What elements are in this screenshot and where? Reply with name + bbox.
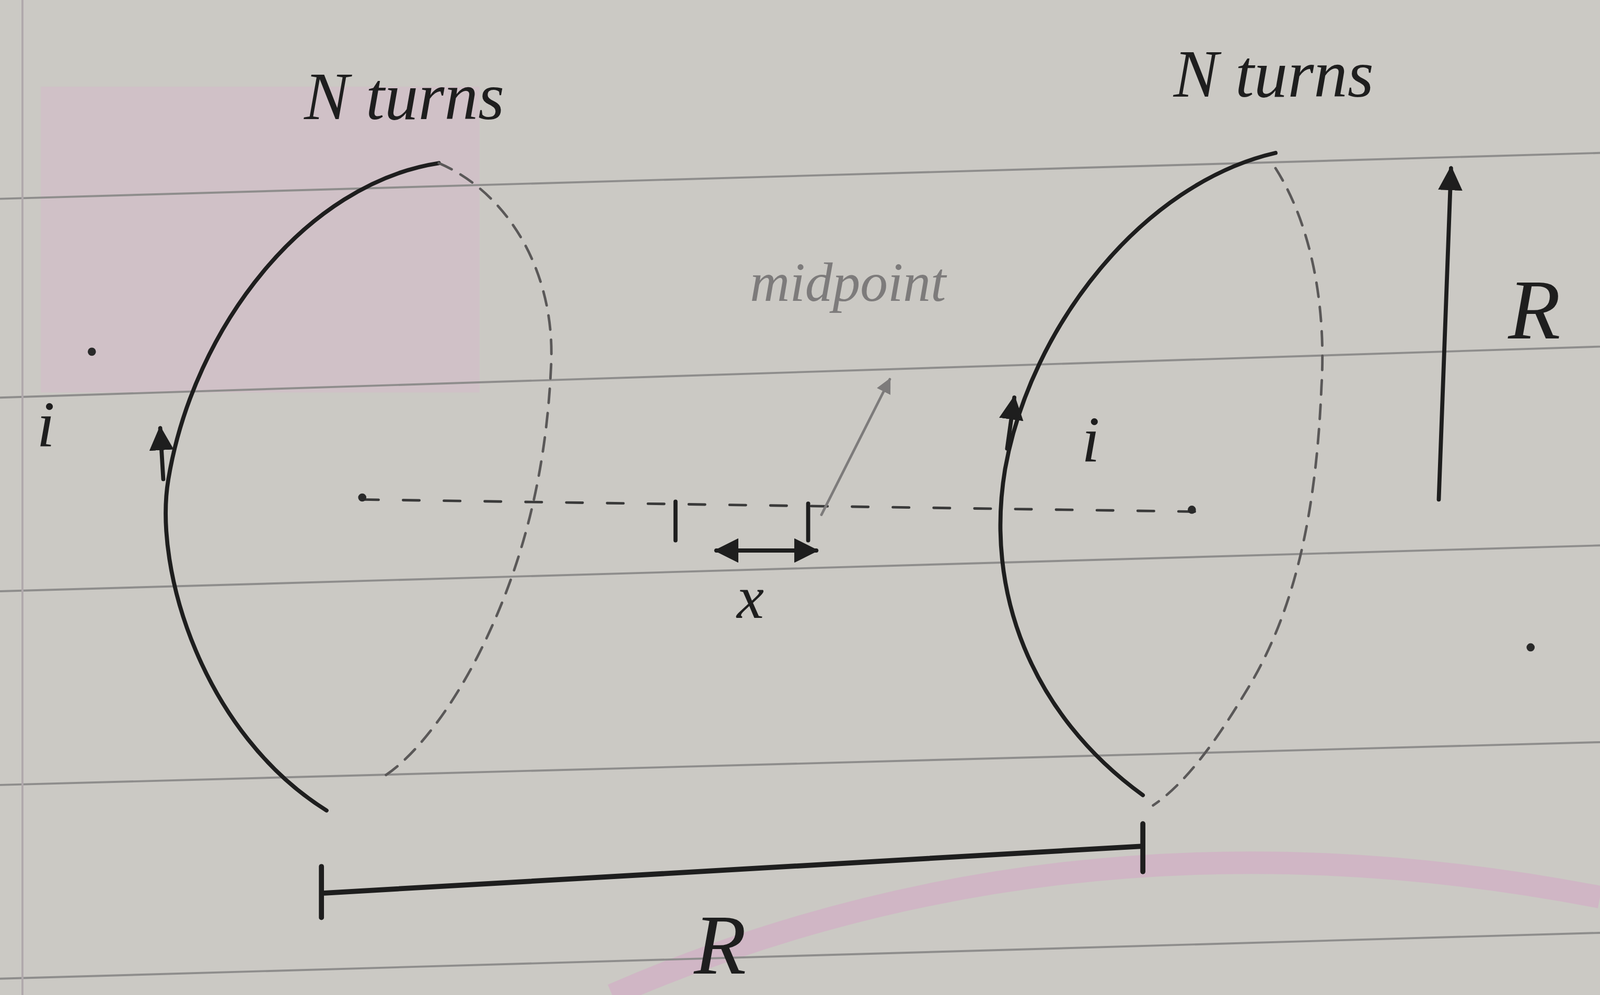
tick <box>806 503 811 541</box>
tick <box>318 866 324 919</box>
radius-label: R <box>1508 267 1561 353</box>
coil-front <box>165 163 439 811</box>
axis <box>362 499 1204 512</box>
tick <box>1140 824 1146 873</box>
coil-front <box>1000 153 1277 796</box>
x-arrow <box>716 548 817 553</box>
current-arrow <box>1006 397 1015 449</box>
current-arrow <box>160 428 164 480</box>
radius-arrow <box>1438 168 1451 500</box>
separation-label: R <box>693 902 747 989</box>
dimension-line <box>324 846 1143 894</box>
highlight <box>40 86 480 393</box>
current-label: i <box>36 392 55 458</box>
coil-back <box>1153 168 1323 806</box>
leader-line <box>821 379 890 516</box>
turns-label: N turns <box>1173 40 1374 109</box>
highlight <box>612 863 1600 995</box>
coil-back <box>377 163 552 781</box>
current-label: i <box>1081 408 1100 474</box>
dots <box>87 348 1535 653</box>
midpoint-label: midpoint <box>749 254 946 310</box>
turns-label: N turns <box>304 63 505 131</box>
tick <box>673 501 678 541</box>
distance-label: x <box>736 566 764 629</box>
